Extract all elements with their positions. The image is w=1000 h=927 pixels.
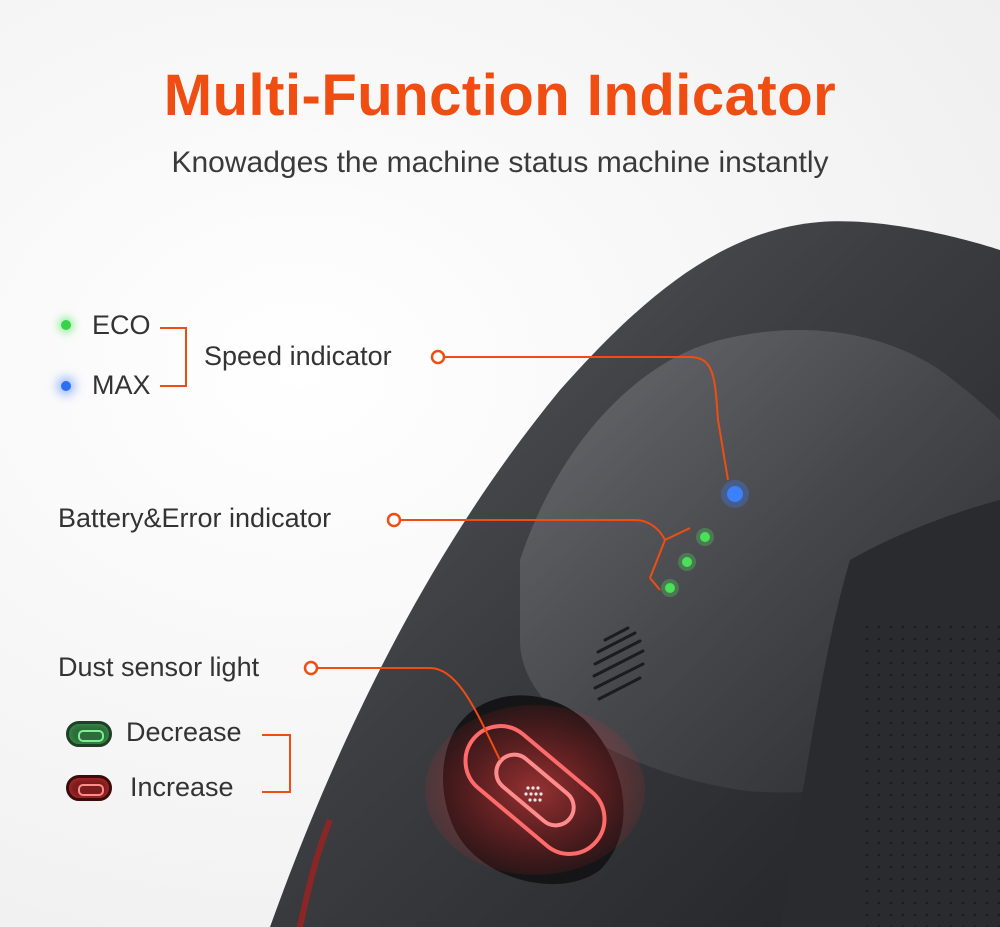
- increase-label: Increase: [130, 772, 234, 802]
- max-label: MAX: [92, 370, 151, 400]
- battery-error-indicator-label: Battery&Error indicator: [58, 503, 332, 533]
- decrease-label: Decrease: [126, 717, 242, 747]
- dust-sensor-label: Dust sensor light: [58, 652, 260, 682]
- page-subtitle: Knowadges the machine status machine ins…: [171, 146, 829, 179]
- decrease-light-icon: [66, 721, 112, 747]
- eco-label: ECO: [92, 310, 151, 340]
- increase-light-icon: [66, 775, 112, 801]
- page-title: Multi-Function Indicator: [163, 63, 837, 128]
- max-led-icon: [61, 381, 71, 391]
- eco-led-icon: [61, 320, 71, 330]
- speed-indicator-label: Speed indicator: [204, 341, 392, 371]
